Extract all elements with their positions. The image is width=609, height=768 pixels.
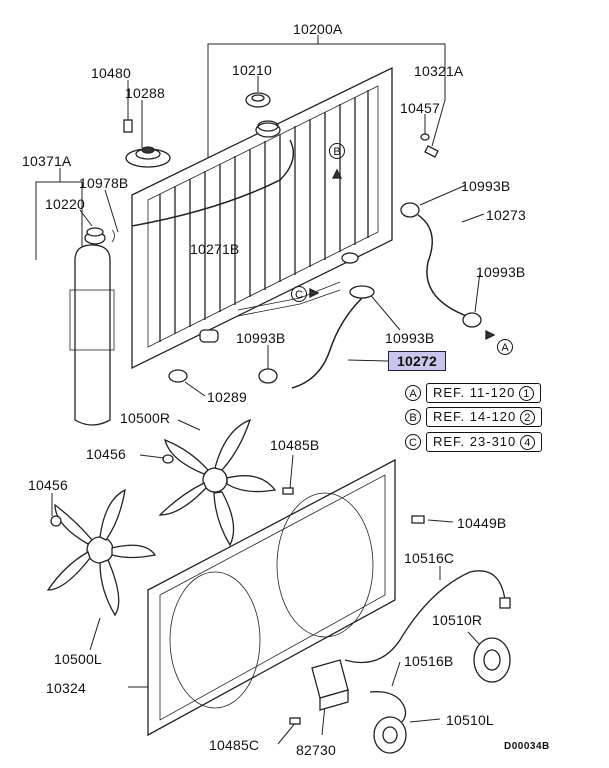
marker-c: C [291,286,307,302]
reference-text-a: REF. 11-120 [433,385,516,400]
label-10273: 10273 [486,207,526,223]
label-10510L: 10510L [446,712,494,728]
reference-key-c: C [405,434,421,450]
grommet-10289-part [168,369,188,383]
bolts-part [50,454,425,725]
label-10220: 10220 [45,196,85,212]
label-10516B: 10516B [404,653,454,669]
fan-10500R-part [158,418,277,547]
label-10272-highlighted[interactable]: 10272 [388,351,446,371]
fan-shroud-part [147,458,396,737]
label-10485B: 10485B [270,437,320,453]
upper-hose-part [131,139,294,227]
reference-box-c[interactable]: REF. 23-310 4 [426,432,543,452]
harness-10516C-part [344,570,511,664]
reference-num-b: 2 [520,409,536,425]
reference-row-c: C REF. 23-310 4 [405,432,543,452]
fitting-10288-part [123,119,171,168]
label-10510R: 10510R [432,612,483,628]
fan-10500L-part [46,488,157,617]
label-10210: 10210 [232,62,272,78]
label-10993B-d: 10993B [236,330,286,346]
motor-10510R-part [473,637,511,683]
reference-arrows [309,168,496,341]
label-10289: 10289 [207,389,247,405]
lower-hose-10272-part [291,297,363,389]
label-10321A: 10321A [414,63,464,79]
reference-row-b: B REF. 14-120 2 [405,407,543,427]
reference-box-b[interactable]: REF. 14-120 2 [426,407,543,427]
hose-10273-part [417,214,473,319]
label-10271B: 10271B [190,241,240,257]
label-10993B-b: 10993B [476,264,526,280]
drain-bolts-part [420,133,439,158]
reference-text-b: REF. 14-120 [433,409,517,424]
label-10993B-c: 10993B [385,330,435,346]
label-10516C: 10516C [404,550,455,566]
label-10978B: 10978B [79,175,129,191]
label-10485C: 10485C [209,737,260,753]
relay-82730-part [311,659,349,711]
label-10449B: 10449B [457,515,507,531]
label-10371A: 10371A [22,153,72,169]
label-10288: 10288 [125,85,165,101]
label-10500L: 10500L [54,651,102,667]
motor-10510L-part [373,716,407,754]
harness-10516B-part [369,691,407,723]
label-10993B-a: 10993B [461,178,511,194]
label-10200A: 10200A [293,21,343,37]
reference-num-c: 4 [520,434,536,450]
label-10457: 10457 [400,100,440,116]
label-10324: 10324 [46,680,86,696]
label-82730: 82730 [296,742,336,758]
label-10456-lower: 10456 [28,477,68,493]
label-10500R: 10500R [120,410,171,426]
reference-text-c: REF. 23-310 [433,434,517,449]
radiator-cap-part [245,92,271,108]
reserve-tank-part [69,227,115,426]
reference-key-b: B [405,409,421,425]
label-10456-upper: 10456 [86,446,126,462]
marker-b: B [329,143,345,159]
reference-row-a: A REF. 11-120 1 [405,383,542,403]
hose-clamps-part [258,202,482,384]
diagram-id: D00034B [504,741,550,752]
label-10480: 10480 [91,65,131,81]
reference-num-a: 1 [519,385,535,401]
leader-lines [35,35,485,745]
reference-key-a: A [405,385,421,401]
marker-a: A [497,339,513,355]
reference-box-a[interactable]: REF. 11-120 1 [426,383,542,403]
